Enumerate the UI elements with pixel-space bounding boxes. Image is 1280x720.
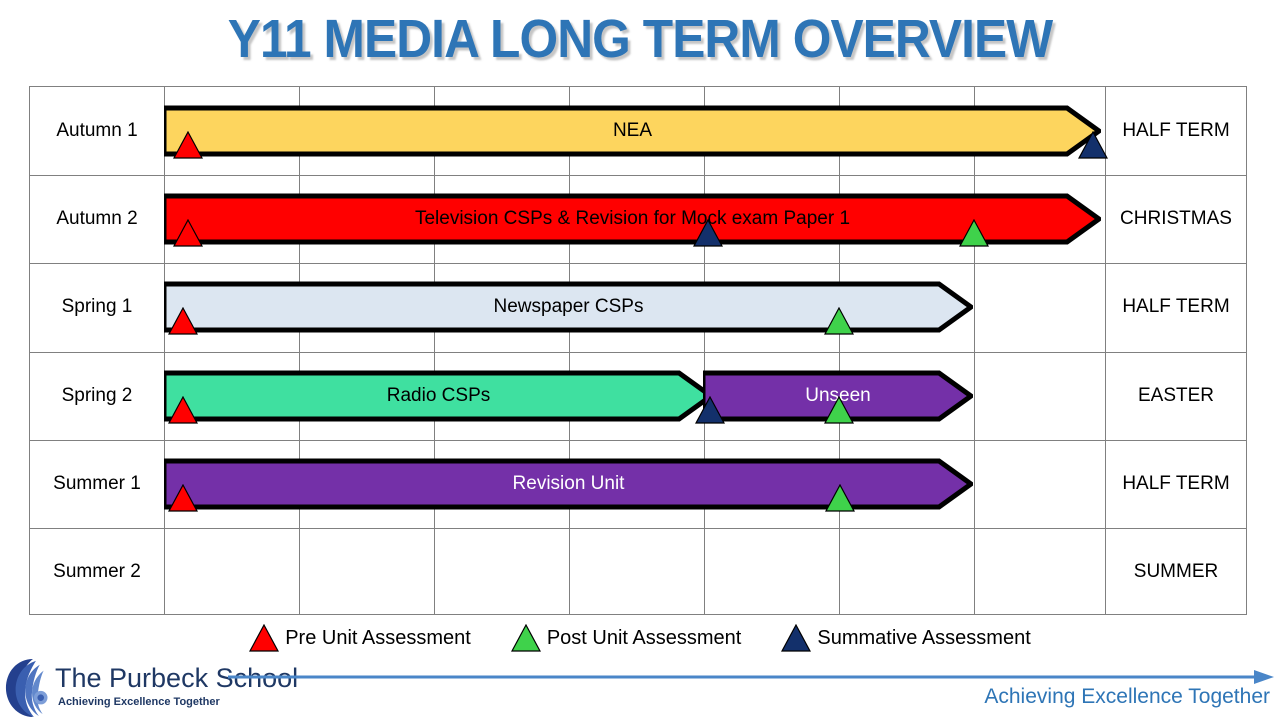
holiday-label: CHRISTMAS [1120, 208, 1232, 230]
school-tagline: Achieving Excellence Together [58, 696, 220, 708]
triangle-icon [249, 623, 280, 652]
summative-assessment-marker [1077, 130, 1109, 159]
pre-unit-assessment-marker [172, 218, 204, 247]
term-row: Summer 1 HALF TERM Revision Unit [30, 440, 1248, 528]
unit-bar-newspaper-csps[interactable]: Newspaper CSPs [164, 281, 973, 333]
term-row: Spring 1 HALF TERM Newspaper CSPs [30, 263, 1248, 351]
summative-assessment-marker [694, 395, 726, 424]
unit-bar-unseen[interactable]: Unseen [703, 370, 973, 422]
grid-column-line-2 [434, 87, 435, 614]
nautilus-shell-icon [5, 659, 48, 717]
holiday-label: HALF TERM [1122, 296, 1230, 318]
grid-row-line-3 [30, 351, 1246, 353]
holiday-label: HALF TERM [1122, 472, 1230, 494]
unit-bar-label: Revision Unit [512, 472, 625, 494]
triangle-icon [781, 623, 812, 652]
post-unit-assessment-marker [823, 307, 855, 336]
row-label-autumn-2: Autumn 2 [56, 208, 138, 230]
pre-unit-assessment-marker [167, 483, 199, 512]
unit-bar-label: NEA [612, 120, 653, 142]
grid-column-line-6 [974, 87, 975, 614]
triangle-icon [510, 623, 541, 652]
summative-assessment-marker [692, 218, 724, 247]
holiday-label: HALF TERM [1122, 120, 1230, 142]
holiday-label: EASTER [1137, 384, 1215, 406]
footer: The Purbeck School Achieving Excellence … [0, 655, 1280, 720]
grid-row-line-5 [30, 527, 1246, 529]
term-row: Autumn 1 HALF TERM NEA [30, 87, 1248, 175]
footer-motto: Achieving Excellence Together [984, 685, 1270, 708]
pre-unit-assessment-marker [167, 395, 199, 424]
holiday-label: SUMMER [1133, 560, 1219, 582]
term-row: Summer 2 SUMMER [30, 528, 1248, 616]
term-row: Autumn 2 CHRISTMAS Television CSPs & Revis… [30, 175, 1248, 263]
unit-bar-label: Unseen [805, 384, 871, 406]
row-label-spring-1: Spring 1 [61, 296, 133, 318]
legend-item-summative-assessment: Summative Assessment [781, 623, 1031, 652]
post-unit-assessment-marker [958, 218, 990, 247]
post-unit-assessment-marker [823, 395, 855, 424]
legend-item-pre-unit-assessment: Pre Unit Assessment [249, 623, 471, 652]
unit-bar-revision-unit[interactable]: Revision Unit [164, 458, 973, 510]
term-row: Spring 2 EASTER Radio CSPs Unseen [30, 352, 1248, 440]
footer-arrow-line [228, 670, 1274, 684]
legend-label: Summative Assessment [817, 626, 1031, 649]
row-label-spring-2: Spring 2 [61, 384, 133, 406]
pre-unit-assessment-marker [167, 307, 199, 336]
legend: Pre Unit Assessment Post Unit Assessment S… [0, 623, 1280, 652]
grid-column-line-7 [1105, 87, 1106, 614]
unit-bar-NEA[interactable]: NEA [164, 105, 1101, 157]
unit-bar-label: Radio CSPs [386, 384, 491, 406]
legend-item-post-unit-assessment: Post Unit Assessment [510, 623, 742, 652]
grid-column-line-0 [164, 87, 165, 614]
row-label-summer-1: Summer 1 [53, 472, 141, 494]
grid-row-line-1 [30, 175, 1246, 177]
grid-column-line-1 [299, 87, 300, 614]
long-term-overview-grid: Autumn 1 HALF TERM NEA Autumn 2 CHRISTMAS Tel… [29, 86, 1247, 615]
row-label-autumn-1: Autumn 1 [56, 120, 138, 142]
grid-row-line-4 [30, 439, 1246, 441]
grid-row-line-2 [30, 263, 1246, 265]
grid-column-line-4 [704, 87, 705, 614]
page-title: Y11 MEDIA LONG TERM OVERVIEW [227, 9, 1053, 69]
unit-bar-label: Television CSPs & Revision for Mock exam… [414, 208, 851, 230]
unit-bar-label: Newspaper CSPs [493, 296, 644, 318]
grid-column-line-3 [569, 87, 570, 614]
unit-bar-radio-csps[interactable]: Radio CSPs [164, 370, 713, 422]
legend-label: Post Unit Assessment [546, 626, 742, 649]
legend-label: Pre Unit Assessment [285, 626, 471, 649]
grid-column-line-5 [839, 87, 840, 614]
pre-unit-assessment-marker [172, 130, 204, 159]
unit-bar-television-csps[interactable]: Television CSPs & Revision for Mock exam… [164, 193, 1101, 245]
post-unit-assessment-marker [824, 483, 856, 512]
row-label-summer-2: Summer 2 [53, 560, 141, 582]
